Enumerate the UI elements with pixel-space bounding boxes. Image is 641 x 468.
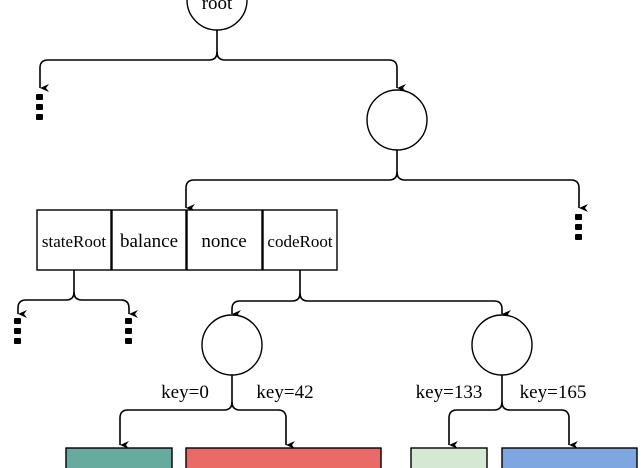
root-node: root — [186, 0, 248, 31]
edge-label-key0: key=0 — [161, 382, 209, 403]
leaf-values — [65, 447, 638, 468]
leaf-key165 — [501, 447, 638, 468]
field-coderoot: codeRoot — [267, 232, 332, 251]
ellipsis-left-top — [36, 94, 43, 120]
field-balance: balance — [120, 231, 178, 252]
branch-edges — [185, 150, 588, 212]
ellipsis-stateroot — [14, 318, 132, 344]
edge-label-key133: key=133 — [416, 382, 483, 403]
leaf-key133 — [410, 447, 488, 468]
ellipsis-right — [575, 214, 582, 240]
coderoot-edges — [231, 270, 511, 318]
root-label: root — [202, 0, 233, 14]
storage-edges — [119, 375, 578, 449]
branch-node — [366, 89, 428, 151]
stateroot-edges — [17, 270, 138, 318]
field-nonce: nonce — [201, 231, 246, 252]
edge-label-key42: key=42 — [256, 382, 313, 403]
edge-label-key165: key=165 — [520, 382, 587, 403]
leaf-key0 — [65, 447, 173, 468]
leaf-key42 — [185, 447, 382, 468]
account-node: stateRoot balance nonce codeRoot — [36, 209, 338, 271]
storage-node-right — [471, 314, 533, 376]
root-edges — [39, 30, 406, 92]
field-stateroot: stateRoot — [42, 232, 106, 251]
storage-node-left — [201, 314, 263, 376]
